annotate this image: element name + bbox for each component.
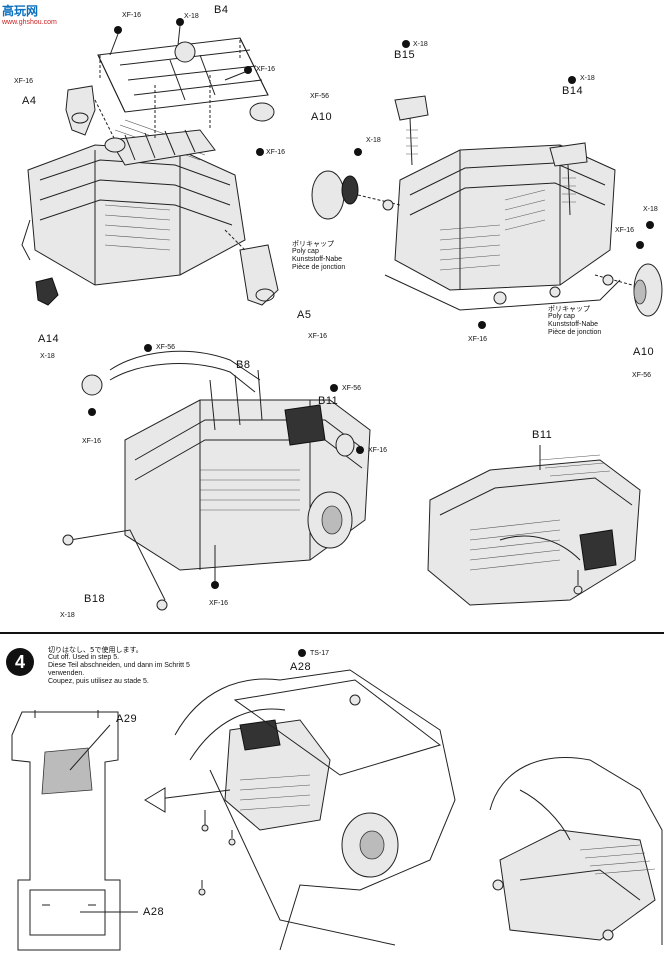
part-label-a10: A10 [311,111,333,123]
paint-code-label: X-18 [40,353,55,360]
paint-code-label: XF-16 [266,149,286,156]
cutoff-fr: Coupez, puis utilisez au stade 5. [48,678,149,686]
watermark-logo: 高玩网 www.ghshou.com [0,0,70,30]
paint-code-label: XF-16 [368,447,388,454]
polycap-de: Kunststoff-Nabe [548,321,599,329]
part-label-a29: A29 [116,713,138,725]
part-label-b4: B4 [214,4,229,16]
paint-code-label: XF-16 [308,333,328,340]
cutoff-de-2: verwenden. [48,670,85,678]
part-label-b8: B8 [236,359,251,371]
paint-code-label: XF-16 [14,78,34,85]
paint-code-label: XF-56 [342,385,362,392]
polycap-en: Poly cap [548,313,575,321]
paint-code-label: XF-16 [615,227,635,234]
paint-code-label: XF-56 [632,372,652,379]
polycap-note-right: ポリキャップ Poly cap Kunststoff-Nabe Pièce de… [548,305,601,337]
paint-code-label: XF-16 [468,336,488,343]
part-label-a28-top: A28 [290,661,312,673]
paint-code-label: X-18 [366,137,381,144]
paint-code-label: XF-16 [256,66,276,73]
drawing-engine-hubs [311,40,663,329]
polycap-de: Kunststoff-Nabe [292,256,343,264]
step-number-badge: 4 [6,648,34,676]
paint-code-label: XF-56 [156,344,176,351]
cutoff-de-1: Diese Teil abschneiden, und dann im Schr… [48,662,190,670]
drawing-step4-body [11,649,456,951]
paint-code-label: XF-56 [310,93,330,100]
step-divider [0,632,664,634]
part-label-a28-bottom: A28 [143,906,165,918]
part-label-b18: B18 [84,593,106,605]
watermark-url: www.ghshou.com [2,19,57,26]
drawing-step4-result [489,756,663,945]
paint-code-label: X-18 [643,206,658,213]
part-label-a14: A14 [38,333,60,345]
cutoff-en: Cut off. Used in step 5. [48,654,120,662]
drawing-engine-exhaust [62,344,371,611]
cutoff-note: 切りはなし、5で使用します。 Cut off. Used in step 5. … [48,646,190,686]
part-label-b14: B14 [562,85,584,97]
part-label-a4: A4 [22,95,37,107]
paint-code-label: TS-17 [310,650,330,657]
polycap-fr: Pièce de jonction [548,329,602,337]
polycap-jp: ポリキャップ [292,240,334,248]
polycap-en: Poly cap [292,248,319,256]
paint-code-label: X-18 [413,41,428,48]
cutoff-jp: 切りはなし、5で使用します。 [48,646,143,654]
paint-code-label: XF-16 [82,438,102,445]
part-label-b15: B15 [394,49,416,61]
paint-code-label: XF-16 [209,600,229,607]
drawing-detail-b11 [427,445,641,606]
paint-code-label: X-18 [60,612,75,619]
part-label-b11: B11 [318,395,339,407]
paint-code-label: XF-16 [122,12,142,19]
drawing-engine-frame-b4 [21,18,279,306]
part-label-b11-detail: B11 [532,429,553,441]
polycap-jp: ポリキャップ [548,305,590,313]
polycap-note-left: ポリキャップ Poly cap Kunststoff-Nabe Pièce de… [292,240,345,272]
part-label-a5: A5 [297,309,312,321]
paint-code-label: X-18 [184,13,199,20]
part-label-a10-right: A10 [633,346,655,358]
paint-code-label: X-18 [580,75,595,82]
polycap-fr: Pièce de jonction [292,264,346,272]
watermark-brand: 高玩网 [2,4,39,18]
